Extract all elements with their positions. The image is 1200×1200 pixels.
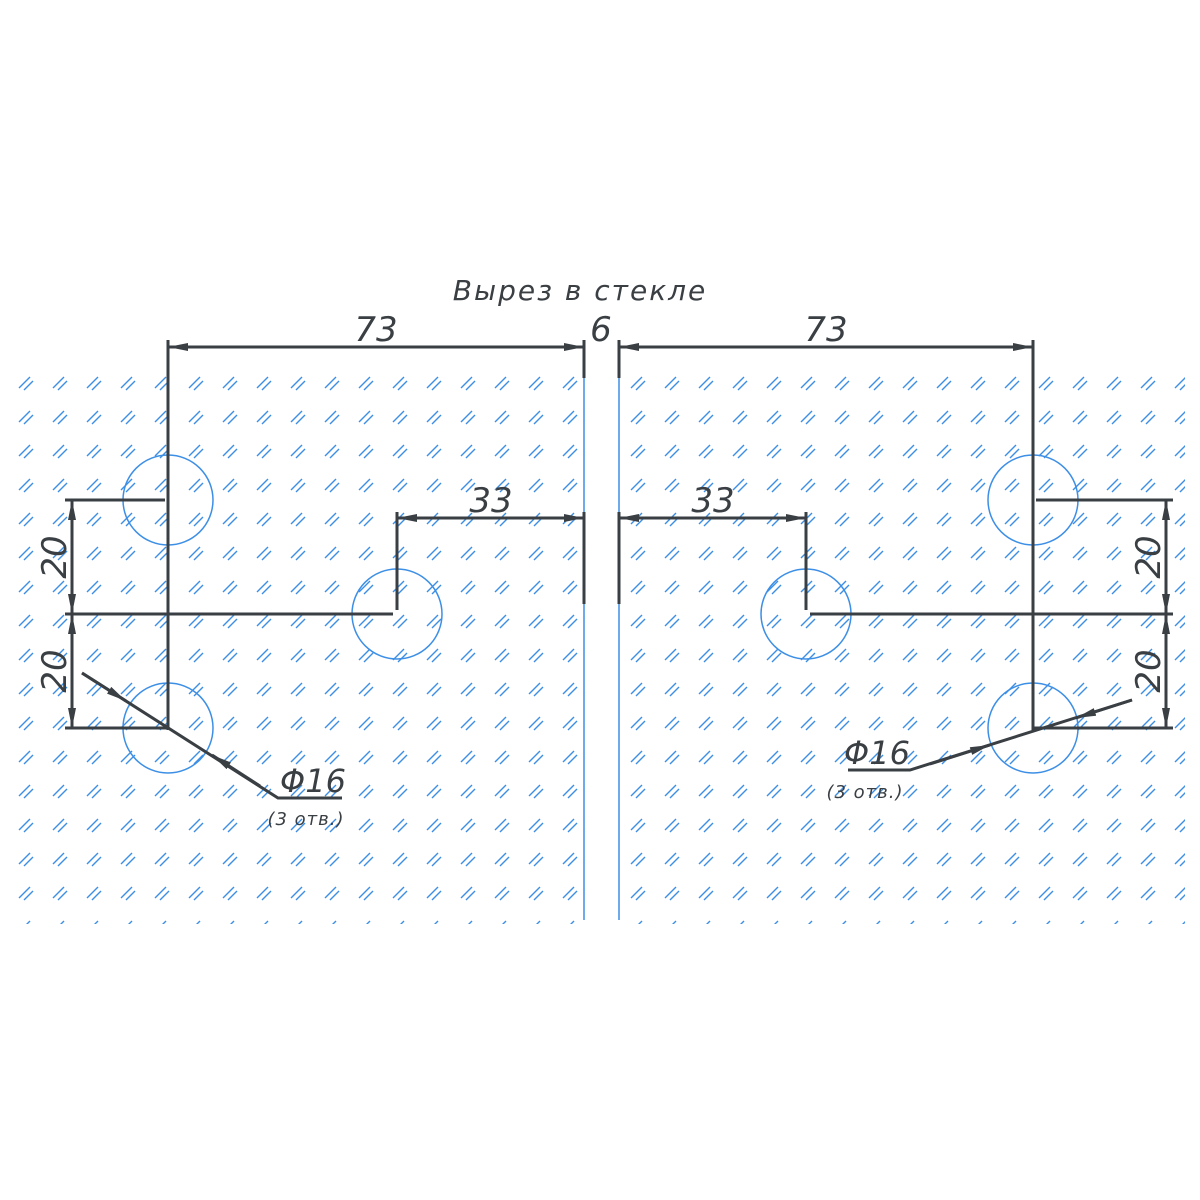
glass-hatch-right [619,374,1185,924]
leader-right [848,698,1133,772]
dim-20-left-bottom: 20 [35,649,75,692]
dim-33-left: 33 [469,481,512,521]
dim-20-left-top: 20 [35,535,75,578]
drawing-title: Вырез в стекле [453,274,707,307]
right-geometry [617,340,1173,772]
hole-count-right: (3 отв.) [826,782,903,803]
dim-33-right: 33 [691,481,734,521]
dim-6: 6 [590,310,612,350]
dim-20-right-bottom: 20 [1129,649,1169,692]
leader-left [81,671,342,800]
hole-diameter-left: Φ16 [280,762,346,800]
dim-73-left: 73 [354,310,397,350]
dim-73-right: 73 [804,310,847,350]
left-geometry [65,340,586,800]
hole-count-left: (3 отв.) [267,809,344,830]
hole-diameter-right: Φ16 [844,734,910,772]
dim-20-right-top: 20 [1129,535,1169,578]
glass-hatch-left [16,374,584,924]
